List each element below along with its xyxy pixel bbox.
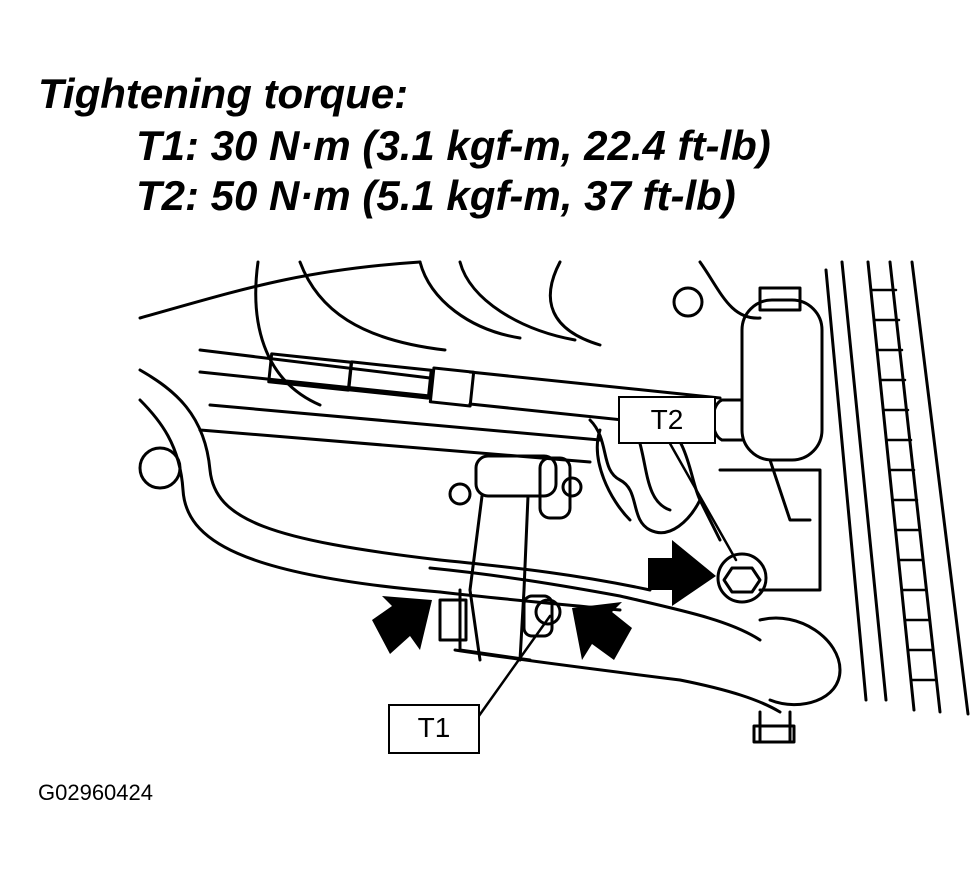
steering-knuckle	[698, 298, 824, 592]
body-contours	[138, 260, 762, 407]
brake-disc	[824, 260, 970, 716]
t2-bolt	[716, 552, 768, 604]
torque-spec-t2: T2: 50 N·m (5.1 kgf-m, 37 ft-lb)	[136, 172, 736, 219]
pointing-arrows	[372, 540, 716, 660]
stabilizer-link	[438, 454, 583, 662]
callout-t2: T2	[618, 396, 716, 444]
callout-t1: T1	[388, 704, 480, 754]
t2-leader-line	[666, 438, 738, 562]
figure-code: G02960424	[38, 780, 153, 805]
torque-spec-t1: T1: 30 N·m (3.1 kgf-m, 22.4 ft-lb)	[136, 122, 771, 169]
arrow-t1-left-icon	[372, 596, 432, 654]
top-nuts	[138, 286, 802, 490]
arrow-t1-right-icon	[572, 602, 632, 660]
t1-leader-line	[474, 614, 552, 722]
arrow-t2-icon	[648, 540, 716, 606]
torque-heading: Tightening torque:	[38, 70, 409, 117]
